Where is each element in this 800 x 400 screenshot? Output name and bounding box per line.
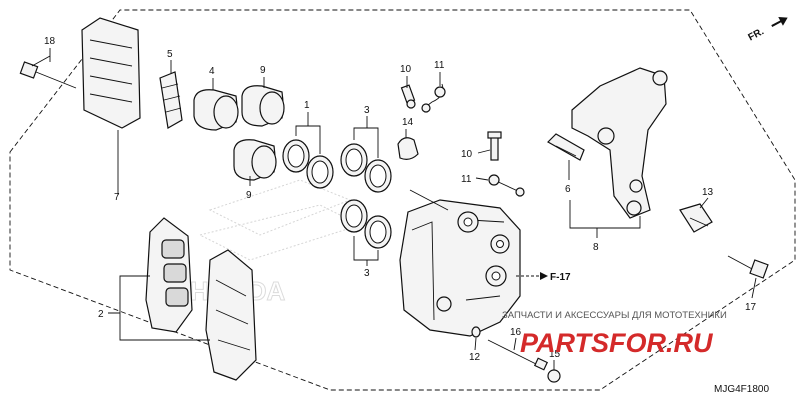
callout-12: 12: [469, 352, 481, 363]
part-18-bolt: [19, 55, 77, 89]
callout-10-top: 10: [400, 64, 412, 75]
part-7-pad-spring: [81, 17, 141, 129]
callout-1: 1: [304, 100, 310, 111]
callout-11-top: 11: [434, 60, 445, 71]
callout-17: 17: [745, 302, 757, 313]
part-17-bolt: [727, 255, 769, 279]
diagram-code: MJG4F1800: [714, 384, 769, 395]
direction-label: FR.: [746, 26, 766, 43]
callout-7: 7: [114, 192, 120, 203]
caliper-body: [399, 189, 521, 337]
callout-3-bottom: 3: [364, 268, 370, 279]
callout-4: 4: [209, 66, 215, 77]
callout-15: 15: [549, 349, 561, 360]
callout-6: 6: [565, 184, 571, 195]
part-2-brake-pads: [145, 217, 257, 381]
part-13-slide-pin: [679, 203, 713, 233]
watermark-tagline: ЗАПЧАСТИ И АКСЕССУАРЫ ДЛЯ МОТОТЕХНИКИ: [502, 310, 727, 321]
reference-label: F-17: [550, 272, 571, 283]
part-9-piston-top: [241, 85, 285, 127]
part-15-plug: [547, 369, 561, 383]
callout-9-bottom: 9: [246, 190, 252, 201]
part-1-piston-seals: [282, 139, 334, 189]
part-4-piston: [193, 89, 239, 131]
callout-2: 2: [98, 309, 104, 320]
part-10-bleeder-top: [400, 84, 416, 109]
part-3-seals-top: [340, 143, 392, 193]
callout-5: 5: [167, 49, 173, 60]
part-5-pad-clip: [159, 71, 183, 129]
callout-13: 13: [702, 187, 714, 198]
part-6-bracket-spring: [547, 133, 585, 161]
part-8-caliper-bracket: [571, 67, 668, 219]
part-14-boot: [397, 137, 419, 160]
part-11-cap-top: [421, 83, 446, 113]
front-arrow-icon: [771, 16, 788, 27]
part-11-cap-mid: [488, 174, 525, 197]
part-9-piston-bottom: [233, 139, 277, 181]
callout-8: 8: [593, 242, 599, 253]
part-12-washer: [471, 326, 481, 338]
reference-arrow: [516, 272, 548, 280]
callout-11-mid: 11: [461, 174, 472, 185]
part-10-bleeder-mid: [487, 131, 502, 161]
part-16-hanger-pin: [487, 339, 549, 371]
watermark-brand: PARTSFOR.RU: [520, 328, 714, 358]
assembly-frame: [9, 9, 796, 391]
part-3-seals-bottom: [340, 199, 392, 249]
callout-18: 18: [44, 36, 56, 47]
callout-10-mid: 10: [461, 149, 473, 160]
callout-14: 14: [402, 117, 414, 128]
callout-16: 16: [510, 327, 522, 338]
callout-9-top: 9: [260, 65, 266, 76]
callout-3-top: 3: [364, 105, 370, 116]
front-direction-indicator: FR.: [746, 16, 788, 44]
